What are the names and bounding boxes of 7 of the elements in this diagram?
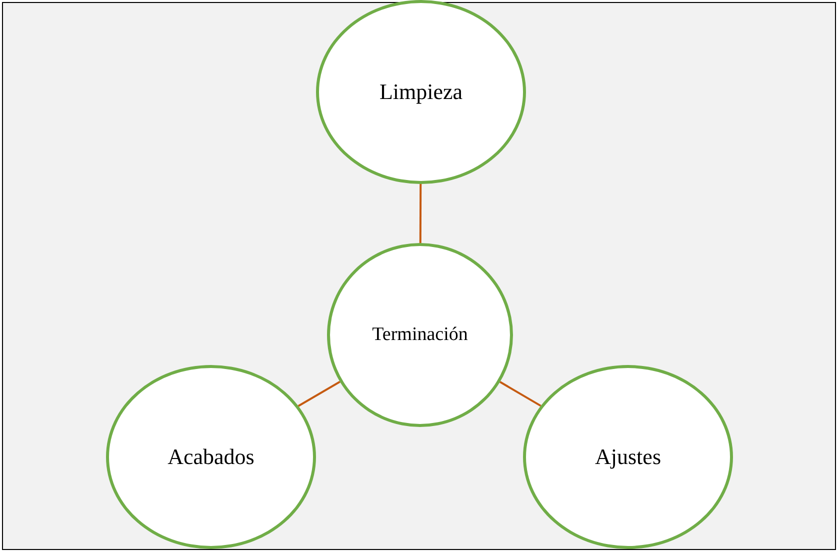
node-label: Terminación [372,324,468,346]
node-label: Acabados [168,444,254,470]
connector-line [419,184,422,243]
connector-line [298,380,340,407]
connector-line [499,381,542,407]
node-label: Ajustes [595,444,661,470]
node-label: Limpieza [379,79,463,105]
